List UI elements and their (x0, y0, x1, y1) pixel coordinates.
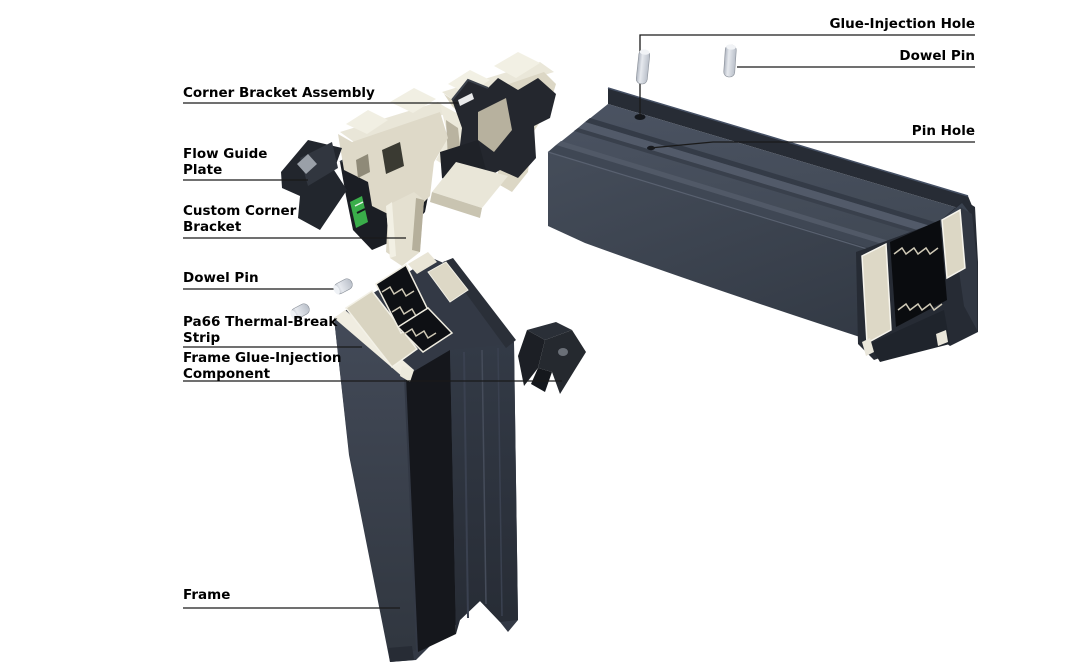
label-pa66-thermal-break-strip: Pa66 Thermal-Break Strip (183, 314, 338, 346)
bracket-hole (558, 348, 568, 356)
cream-chamber-right (941, 208, 966, 280)
cream-profile-left (338, 88, 468, 266)
plate-hole (297, 154, 317, 174)
label-pin-hole: Pin Hole (911, 123, 975, 139)
profile-front-face (548, 152, 930, 350)
corner-assembly-illustration (281, 52, 556, 266)
frame-thermal-groove (406, 350, 456, 652)
frame-left-face (334, 318, 416, 660)
label-glue-injection-hole: Glue-Injection Hole (829, 16, 975, 32)
label-dowel-pin-left: Dowel Pin (183, 270, 259, 286)
frame-cut-face (334, 252, 469, 382)
leader-glue-injection-hole (639, 34, 975, 117)
profile-back-wall (608, 88, 975, 213)
dowel-pin-top-left (635, 49, 651, 85)
label-custom-corner-bracket: Custom Corner Bracket (183, 203, 297, 235)
leader-lines (183, 34, 975, 609)
dowel-pins (290, 44, 737, 320)
cream-chamber-left (861, 242, 892, 345)
glue-injection-component-illustration (518, 322, 586, 394)
label-frame: Frame (183, 587, 231, 603)
label-frame-glue-injection-component: Frame Glue-Injection Component (183, 350, 342, 382)
dowel-pin-left-lower (290, 303, 310, 320)
label-flow-guide-plate: Flow Guide Plate (183, 146, 268, 178)
label-dowel-pin-right: Dowel Pin (899, 48, 975, 64)
leader-pin-hole (649, 141, 975, 149)
profile-cross-section (856, 200, 978, 362)
frame-profile-illustration (334, 252, 518, 662)
frame-cream-chamber (344, 289, 419, 369)
cream-profile-right-front (430, 98, 512, 218)
dowel-pin-top-right (723, 44, 737, 78)
flow-guide-plate-illustration (281, 140, 347, 230)
horizontal-profile-illustration (547, 87, 978, 362)
frame-thermal-strip-lower (396, 307, 454, 353)
thermal-break-cut-face (890, 220, 947, 327)
dowel-pin-left-upper (333, 278, 353, 295)
label-corner-bracket-assembly: Corner Bracket Assembly (183, 85, 375, 101)
